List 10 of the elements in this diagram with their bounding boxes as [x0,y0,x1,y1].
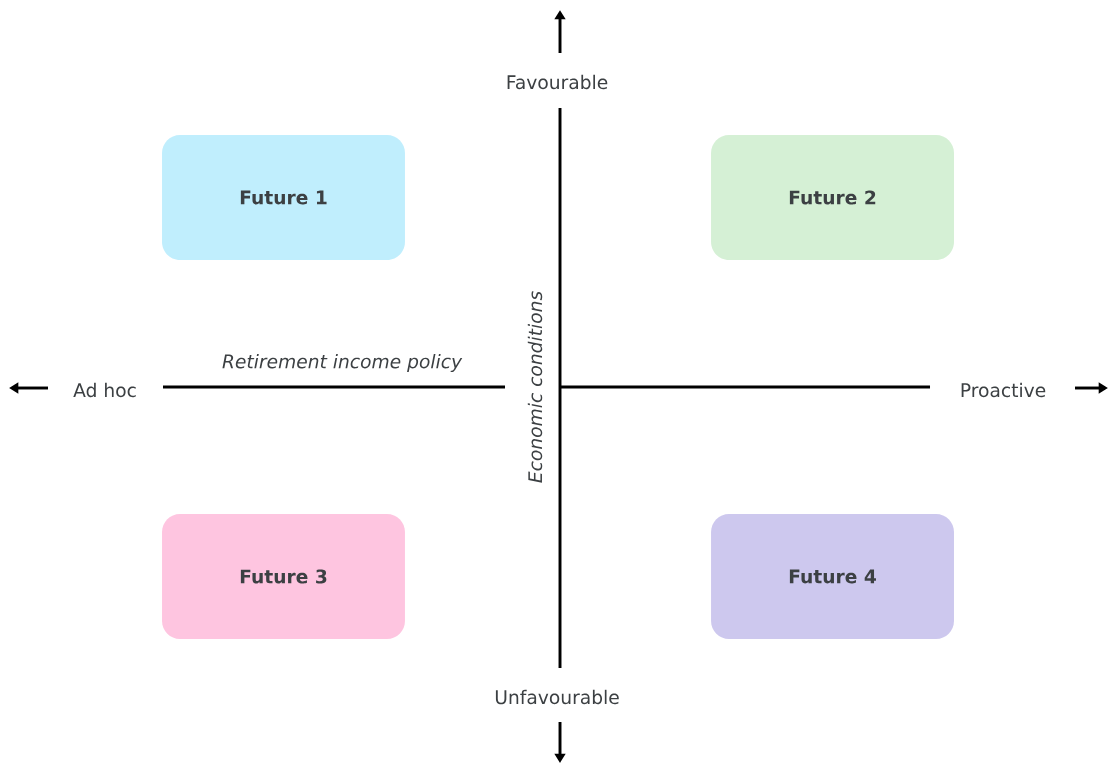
axis-title: Economic conditions [527,291,543,483]
axis-label: Proactive [961,382,1046,398]
scenario-box: Future 1 [162,134,405,261]
axis-label: Favourable [507,74,608,90]
axis-label: Unfavourable [495,689,619,705]
axis-title: Retirement income policy [222,354,463,373]
scenario-box: Future 3 [162,514,405,640]
axis-label: Ad hoc [73,382,136,398]
scenario-box: Future 4 [711,514,954,640]
scenario-box: Future 2 [711,134,954,261]
